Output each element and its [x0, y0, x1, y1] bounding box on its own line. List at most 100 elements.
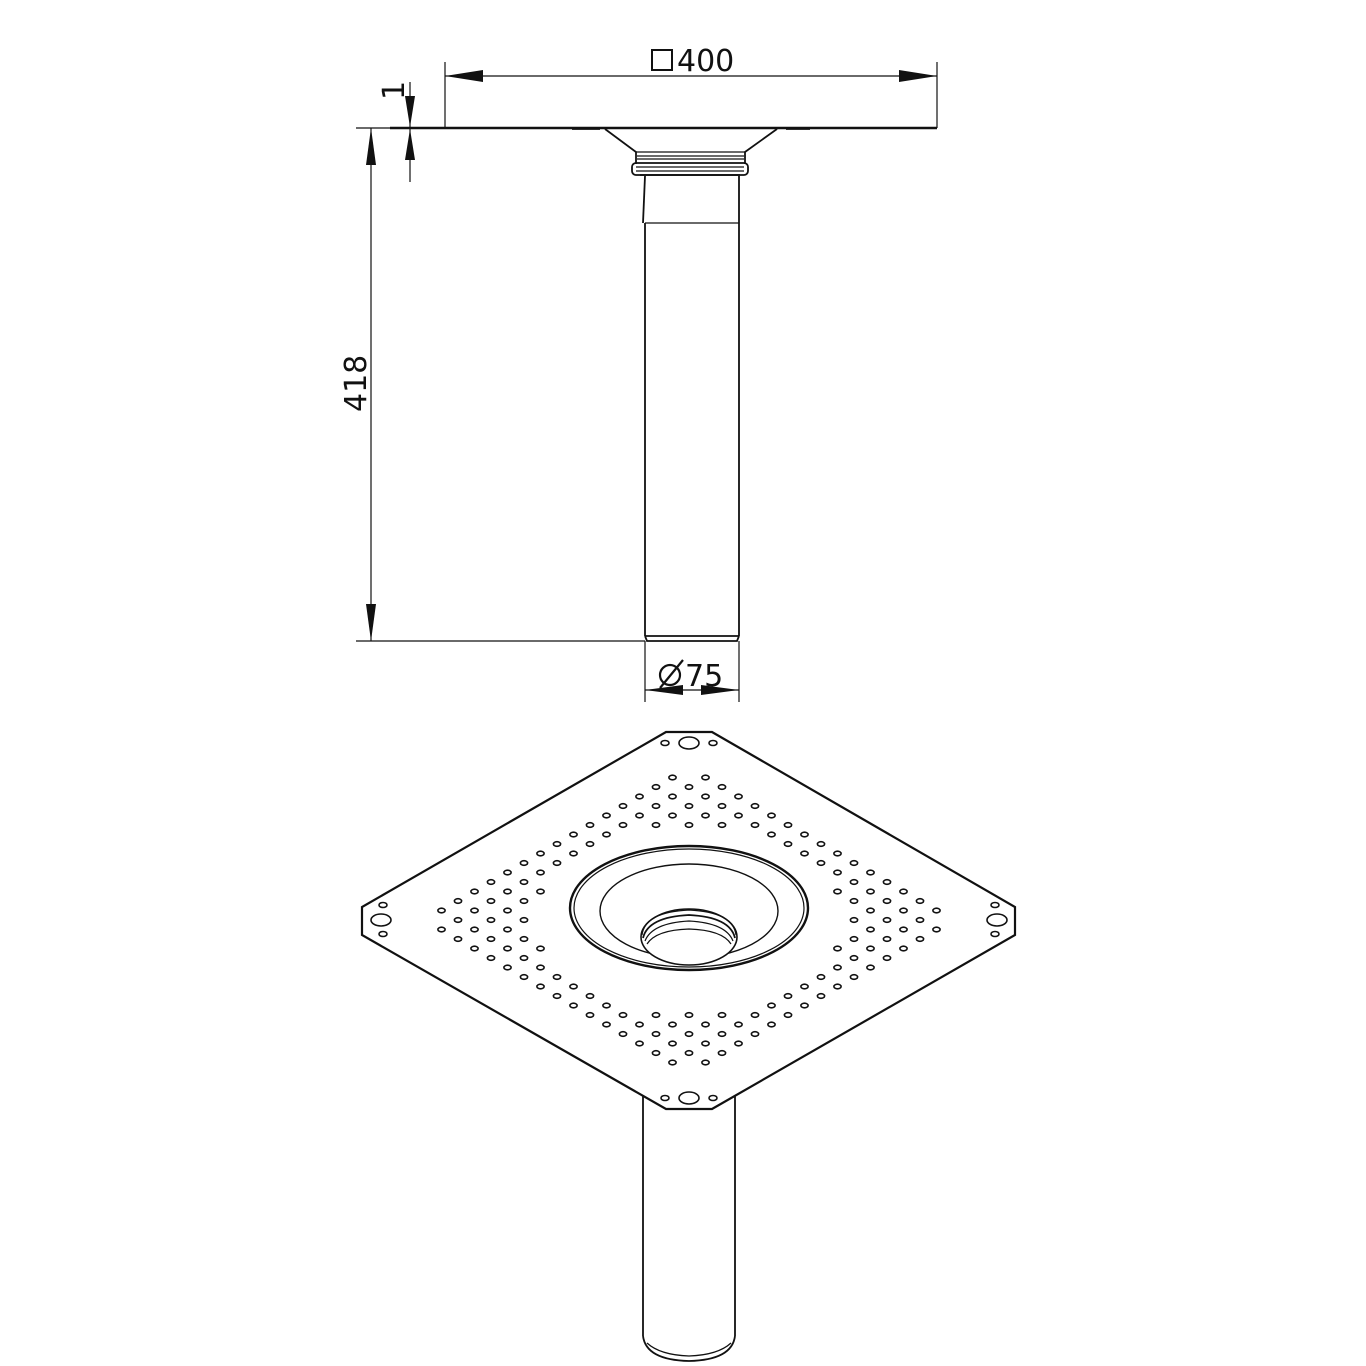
perforation-hole — [816, 973, 826, 981]
perforation-hole — [618, 802, 628, 810]
perforation-hole — [866, 907, 875, 914]
corner-mounting-holes — [370, 736, 1008, 1105]
drain-funnel-isometric — [568, 844, 810, 972]
perforation-hole — [651, 1049, 661, 1057]
perforation-hole — [519, 954, 529, 962]
perforation-hole — [734, 1021, 743, 1028]
perforation-hole — [701, 774, 710, 781]
perforation-hole — [734, 793, 743, 800]
perforation-hole — [552, 992, 562, 1000]
perforation-hole — [849, 859, 859, 867]
perforation-hole — [701, 1040, 710, 1047]
perforation-hole — [899, 945, 908, 952]
perforation-hole — [585, 821, 595, 829]
perforation-hole — [536, 888, 545, 895]
perforation-hole — [767, 1002, 776, 1009]
arrowhead-up — [405, 129, 415, 160]
perforation-hole — [453, 897, 463, 905]
arrowhead-down — [366, 604, 376, 641]
perforation-hole — [651, 1011, 661, 1019]
perforation-hole — [816, 859, 826, 867]
perforation-hole — [453, 935, 463, 943]
perforation-hole — [833, 869, 842, 876]
perforation-hole — [668, 1059, 677, 1066]
perforation-hole — [783, 821, 793, 829]
perforation-hole — [668, 793, 677, 800]
perforation-hole — [470, 926, 479, 933]
perforation-hole — [899, 926, 908, 933]
arrowhead-right — [701, 685, 739, 695]
perforation-hole — [800, 850, 809, 857]
perforation-hole — [486, 954, 496, 962]
perforation-hole — [866, 869, 875, 876]
perforation-hole — [932, 907, 941, 914]
perforation-hole — [882, 935, 892, 943]
downpipe-isometric — [642, 1094, 736, 1362]
perforation-hole — [882, 897, 892, 905]
perforation-hole — [833, 983, 842, 990]
perforation-hole — [750, 1011, 760, 1019]
perforation-hole — [701, 1021, 710, 1028]
perforation-hole — [750, 802, 760, 810]
perforation-hole — [585, 992, 595, 1000]
perforation-hole — [767, 1021, 776, 1028]
perforation-hole — [899, 888, 908, 895]
perforation-hole — [717, 783, 727, 791]
perforation-hole — [470, 907, 479, 914]
perforation-hole — [701, 793, 710, 800]
flange-plate — [390, 126, 937, 176]
perforation-hole — [701, 1059, 710, 1066]
square-symbol-icon — [651, 49, 673, 71]
perforation-hole — [866, 945, 875, 952]
perforation-hole — [635, 1040, 644, 1047]
perforation-hole — [552, 973, 562, 981]
perforation-hole — [932, 926, 941, 933]
perforation-hole — [569, 831, 578, 838]
perforation-hole — [734, 812, 743, 819]
dimension-pipe-diameter: 75 — [644, 641, 740, 702]
perforation-hole — [602, 1021, 611, 1028]
side-elevation-view: 400 1 418 — [339, 44, 938, 702]
perforation-hole — [800, 1002, 809, 1009]
perforation-hole — [866, 926, 875, 933]
perforation-hole — [915, 935, 925, 943]
perforation-hole — [668, 1021, 677, 1028]
perforation-hole — [453, 916, 463, 924]
perforation-hole — [503, 964, 512, 971]
perforation-hole — [618, 1030, 628, 1038]
perforation-hole — [783, 840, 793, 848]
perforation-hole — [800, 831, 809, 838]
perforation-hole — [519, 916, 529, 924]
perforation-hole — [569, 850, 578, 857]
perforation-hole — [536, 964, 545, 971]
perforation-hole — [717, 1049, 727, 1057]
flange-thickness-label: 1 — [377, 81, 412, 100]
perforation-hole — [684, 783, 694, 791]
perforation-hole — [486, 878, 496, 886]
perforation-hole — [717, 1030, 727, 1038]
perforation-hole — [503, 869, 512, 876]
perforation-hole — [684, 1049, 694, 1057]
pipe-diameter-label: 75 — [685, 659, 723, 694]
perforation-hole — [503, 888, 512, 895]
perforation-hole — [569, 1002, 578, 1009]
perforation-hole — [849, 897, 859, 905]
perforation-hole — [503, 926, 512, 933]
perforation-hole — [701, 812, 710, 819]
perforation-hole — [536, 945, 545, 952]
downpipe-side — [642, 175, 740, 642]
perforation-hole — [651, 802, 661, 810]
perforation-hole — [866, 888, 875, 895]
perforation-hole — [684, 1011, 694, 1019]
perforation-hole — [635, 1021, 644, 1028]
perforation-hole — [849, 935, 859, 943]
perforation-hole — [552, 840, 562, 848]
perforation-hole — [882, 916, 892, 924]
perforation-hole — [519, 897, 529, 905]
perforation-hole — [882, 878, 892, 886]
perforation-hole — [915, 897, 925, 905]
perforation-hole — [750, 1030, 760, 1038]
dimension-overall-height: 418 — [339, 127, 645, 642]
perforation-hole — [866, 964, 875, 971]
